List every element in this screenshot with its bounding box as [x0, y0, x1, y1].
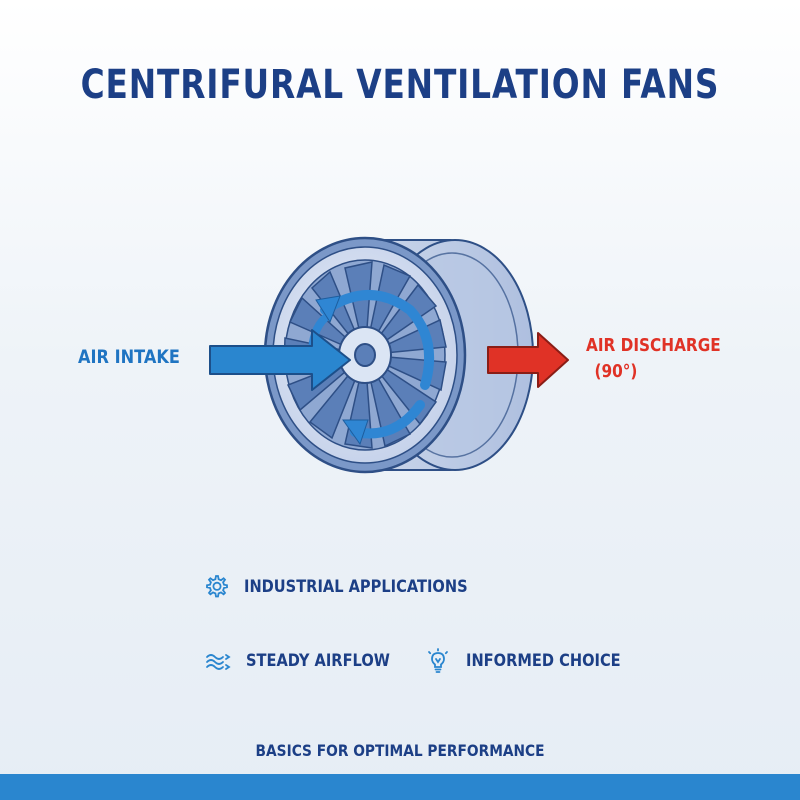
- feature-steady-airflow: STEADY AIRFLOW: [204, 647, 413, 675]
- feature-label: INFORMED CHOICE: [466, 651, 621, 671]
- air-discharge-text: AIR DISCHARGE: [586, 335, 721, 356]
- wind-icon: [206, 654, 231, 670]
- lightbulb-icon: [428, 648, 448, 673]
- rotation-arrow: [320, 290, 435, 390]
- rotation-arrowhead: [342, 419, 369, 446]
- rotation-arrowhead: [315, 295, 341, 324]
- air-intake-label: AIR INTAKE: [78, 346, 180, 368]
- feature-label: STEADY AIRFLOW: [246, 651, 390, 671]
- footer-tagline: BASICS FOR OPTIMAL PERFORMANCE: [0, 741, 800, 760]
- air-discharge-label: AIR DISCHARGE (90°): [586, 333, 721, 385]
- discharge-arrow: [487, 332, 569, 388]
- feature-informed-choice: INFORMED CHOICE: [424, 647, 646, 675]
- feature-industrial-applications: INDUSTRIAL APPLICATIONS: [202, 573, 504, 601]
- fan-hub: [338, 326, 392, 384]
- footer-tagline-text: BASICS FOR OPTIMAL PERFORMANCE: [255, 741, 545, 760]
- gear-icon: [206, 575, 228, 598]
- feature-label: INDUSTRIAL APPLICATIONS: [244, 577, 468, 597]
- page-title: CENTRIFURAL VENTILATION FANS: [80, 62, 720, 108]
- discharge-angle: (90°): [594, 361, 638, 382]
- footer-bar: [0, 774, 800, 800]
- intake-arrow: [209, 329, 351, 391]
